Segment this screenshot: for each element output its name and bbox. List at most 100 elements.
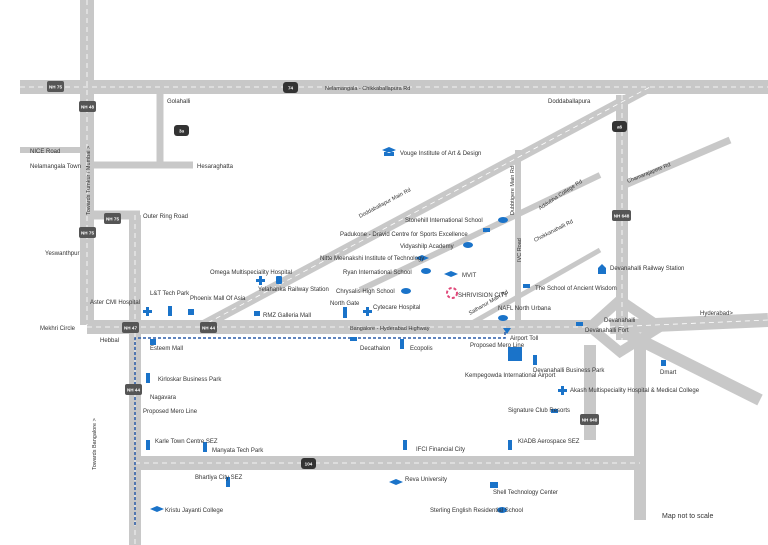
svg-text:NH 44: NH 44 xyxy=(127,388,140,393)
label-hebbal: Hebbal xyxy=(100,338,119,344)
label-nelamangala: Nelamangala Town xyxy=(30,164,81,170)
map-icons xyxy=(143,147,666,513)
label-cytecare: Cytecare Hospital xyxy=(373,305,420,311)
label-shrivision: SHRIVISION CITY xyxy=(458,293,508,299)
label-ecopolis: Ecopolis xyxy=(410,346,433,352)
airport-building-icon xyxy=(508,347,522,361)
label-hesaraghatta: Hesaraghatta xyxy=(197,164,234,170)
shield-104: 104 xyxy=(301,458,316,469)
school-icon xyxy=(498,315,508,321)
building-icon xyxy=(533,355,537,365)
shield-74: 74 xyxy=(283,82,298,93)
label-mekhri: Mekhri Circle xyxy=(40,326,76,332)
label-lt: L&T Tech Park xyxy=(150,291,190,297)
label-yeshwanthpur: Yeswanthpur xyxy=(45,251,79,257)
metro-line xyxy=(134,330,506,525)
road-label-outer-ring: Outer Ring Road xyxy=(143,214,188,220)
label-decathalon: Decathalon xyxy=(360,346,390,352)
building-icon xyxy=(400,339,404,349)
hospital-plus-icon xyxy=(256,276,265,285)
svg-text:NH 47: NH 47 xyxy=(124,326,137,331)
shield-nh47: NH 47 xyxy=(122,322,139,333)
flag-icon xyxy=(523,284,530,294)
airport-icon xyxy=(503,328,511,334)
label-golahalli: Golahalli xyxy=(167,99,190,105)
label-nitte: Nitte Meenakshi Institute of Technology xyxy=(320,256,424,262)
svg-text:NH 648: NH 648 xyxy=(614,214,630,219)
label-omega: Omega Multispeciality Hospital xyxy=(210,270,292,276)
building-icon xyxy=(343,307,347,318)
hospital-plus-icon xyxy=(363,307,372,316)
shield-nh44a: NH 44 xyxy=(200,322,217,333)
mall-icon xyxy=(150,339,156,345)
road-label-metro-2: Proposed Mero Line xyxy=(470,343,525,349)
svg-text:a6: a6 xyxy=(617,125,623,130)
school-icon xyxy=(490,482,498,488)
label-aster: Aster CMI Hospital xyxy=(90,300,140,306)
road-hyderabad-east xyxy=(609,313,768,334)
label-esteem: Esteem Mall xyxy=(150,346,183,352)
label-padukone: Padukone - Dravid Centre for Sports Exce… xyxy=(340,232,468,238)
label-school-ancient: The School of Ancient Wisdom xyxy=(535,286,617,292)
label-dmart: Dmart xyxy=(660,370,677,376)
building-icon xyxy=(146,440,150,450)
label-kiadb: KIADB Aerospace SEZ xyxy=(518,439,580,445)
building-icon xyxy=(661,360,666,366)
shield-nh75-mid: NH 75 xyxy=(104,213,121,224)
school-icon xyxy=(463,242,473,248)
road-label-dubbtigere: Dubbtigere Main Rd xyxy=(510,166,516,215)
shield-nh648b: NH 648 xyxy=(580,414,599,425)
building-icon xyxy=(146,373,150,383)
svg-text:104: 104 xyxy=(305,462,313,467)
road-label-nelamangala-chikkaballapura: Nelamangala - Chikkaballapura Rd xyxy=(325,86,410,92)
label-reva: Reva University xyxy=(405,477,447,483)
school-icon xyxy=(444,271,458,277)
road-label-towards-tumkur: Towards Tumkur / Mumbai > xyxy=(86,146,92,215)
railway-station-icon xyxy=(598,264,606,274)
svg-text:74: 74 xyxy=(288,86,294,91)
svg-text:NH 44: NH 44 xyxy=(202,326,215,331)
road-centerlines xyxy=(20,0,768,545)
building-icon xyxy=(403,440,407,450)
school-icon xyxy=(497,507,507,513)
hospital-plus-icon xyxy=(143,307,152,316)
road-chokkanahalli xyxy=(358,172,602,293)
school-icon xyxy=(415,255,429,261)
label-kirloskar: Kirloskar Business Park xyxy=(158,377,222,383)
svg-text:NH 648: NH 648 xyxy=(582,418,598,423)
label-manyata: Manyata Tech Park xyxy=(212,448,264,454)
school-icon xyxy=(382,147,396,156)
shield-nh648a: NH 648 xyxy=(612,210,631,221)
label-devanahalli-fort: Devanahalli Fort xyxy=(585,328,629,334)
label-chrysalis: Chrysalis High School xyxy=(336,289,395,295)
label-airport-toll: Airport Toll xyxy=(510,336,538,342)
label-vidyashilp: Vidyashilp Academy xyxy=(400,244,454,250)
shield-nh75-top: NH 75 xyxy=(47,81,64,92)
school-icon xyxy=(389,479,403,485)
mall-icon xyxy=(188,309,194,315)
shield-a6: a6 xyxy=(612,121,627,132)
label-phoenix: Phoenix Mall Of Asia xyxy=(190,296,246,302)
shield-3a: 3a xyxy=(174,125,189,136)
label-nafl: NAFL North Urbana xyxy=(498,306,551,312)
label-devanahalli-rs: Devanahalli Railway Station xyxy=(610,266,684,272)
label-ifci: IFCI Financial City xyxy=(416,447,465,453)
label-stonehill: Stonehill International School xyxy=(405,218,483,224)
train-icon xyxy=(276,276,282,284)
svg-text:NH 75: NH 75 xyxy=(106,217,119,222)
shield-nh48: NH 48 xyxy=(79,101,96,112)
label-devanahalli: Devanahalli xyxy=(604,318,635,324)
school-icon xyxy=(498,217,508,223)
flag-icon xyxy=(576,322,583,332)
label-rmz: RMZ Galleria Mall xyxy=(263,313,311,319)
road-chamarajapete xyxy=(623,136,732,189)
place-labels: Golahalli Doddaballapura Nelamangala Tow… xyxy=(30,99,700,514)
scale-note: Map not to scale xyxy=(662,513,713,520)
mall-icon xyxy=(254,311,260,316)
label-akash: Akash Multispeciality Hospital & Medical… xyxy=(570,388,700,394)
label-bhartiya: Bhartiya City SEZ xyxy=(195,475,243,481)
label-karle: Karle Town Centre SEZ xyxy=(155,439,218,445)
label-ryan: Ryan International School xyxy=(343,270,412,276)
road-label-nice: NICE Road xyxy=(30,149,60,155)
